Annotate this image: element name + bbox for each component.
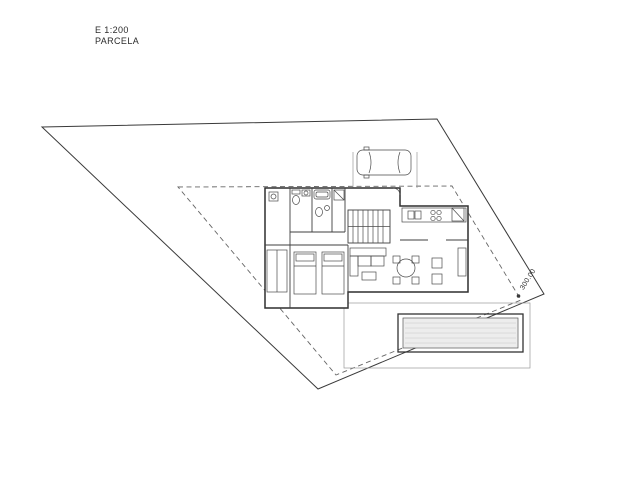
dining-chair xyxy=(392,276,401,285)
car-rear-window xyxy=(397,151,401,174)
sofa-cushion xyxy=(370,255,385,267)
car-mirror-bottom xyxy=(363,174,370,179)
stove-burner xyxy=(430,215,436,222)
bed-1 xyxy=(293,251,317,295)
bed-2 xyxy=(321,251,345,295)
washer xyxy=(268,191,279,202)
washer-drum xyxy=(270,193,277,200)
media-cabinet xyxy=(457,247,467,277)
title-block: E 1:200 PARCELA xyxy=(95,25,139,46)
bathroom-fixtures xyxy=(291,189,345,217)
bathtub xyxy=(313,189,331,200)
shower-tray xyxy=(333,189,345,201)
dining-table xyxy=(396,258,416,278)
toilet-tank-1 xyxy=(291,189,301,195)
deck-outline xyxy=(343,302,531,369)
bathtub-inner xyxy=(315,191,329,198)
shower-diagonal xyxy=(333,189,345,201)
car-windshield xyxy=(368,151,372,174)
boundary-dimension: 300.00 xyxy=(516,268,537,298)
parcel-label: PARCELA xyxy=(95,36,139,46)
parcel-boundary xyxy=(40,118,545,390)
bed-2-pillow xyxy=(323,253,343,262)
pool-deck xyxy=(343,302,531,369)
toilet-bowl-2 xyxy=(315,207,323,217)
kitchen-sink-left xyxy=(407,210,415,220)
kitchen-sink-right xyxy=(414,210,422,220)
living-room-furniture xyxy=(349,247,467,285)
dining-chair xyxy=(392,255,401,264)
stove-burner xyxy=(436,215,442,222)
boundary-point-marker xyxy=(516,294,521,298)
stove-burner xyxy=(430,209,436,216)
pool-water-lines xyxy=(405,322,516,344)
car-mirror-top xyxy=(363,146,370,151)
wardrobe xyxy=(266,191,288,293)
parcel-boundary-line xyxy=(40,118,545,390)
sink-basin-1 xyxy=(303,190,309,196)
bedroom-beds xyxy=(293,251,345,295)
kitchen-fixtures xyxy=(401,207,467,223)
dining-chair xyxy=(411,276,420,285)
sink-counter-1 xyxy=(301,189,311,197)
coffee-table xyxy=(361,271,377,281)
kitchen-counter xyxy=(401,207,467,223)
armchair xyxy=(431,257,443,269)
pool-outer-edge xyxy=(397,313,524,353)
setback-polygon xyxy=(177,185,522,376)
armchair xyxy=(431,273,443,285)
sink-basin-2 xyxy=(324,205,330,211)
house-floor-plan xyxy=(264,187,469,309)
driveway xyxy=(352,146,418,188)
fridge xyxy=(451,207,465,222)
staircase xyxy=(347,209,391,244)
dining-set xyxy=(392,255,420,285)
fridge-diagonal xyxy=(451,207,465,222)
dining-chair xyxy=(411,255,420,264)
car xyxy=(356,146,412,179)
interior-walls xyxy=(265,188,468,308)
setback-dashed-line xyxy=(177,185,522,376)
bed-1-pillow xyxy=(295,253,315,262)
scale-label: E 1:200 xyxy=(95,25,129,35)
stove-burner xyxy=(436,209,442,216)
toilet-bowl-1 xyxy=(292,195,300,205)
entry-door-swing xyxy=(392,187,401,196)
swimming-pool xyxy=(397,313,524,353)
car-body xyxy=(356,149,412,176)
